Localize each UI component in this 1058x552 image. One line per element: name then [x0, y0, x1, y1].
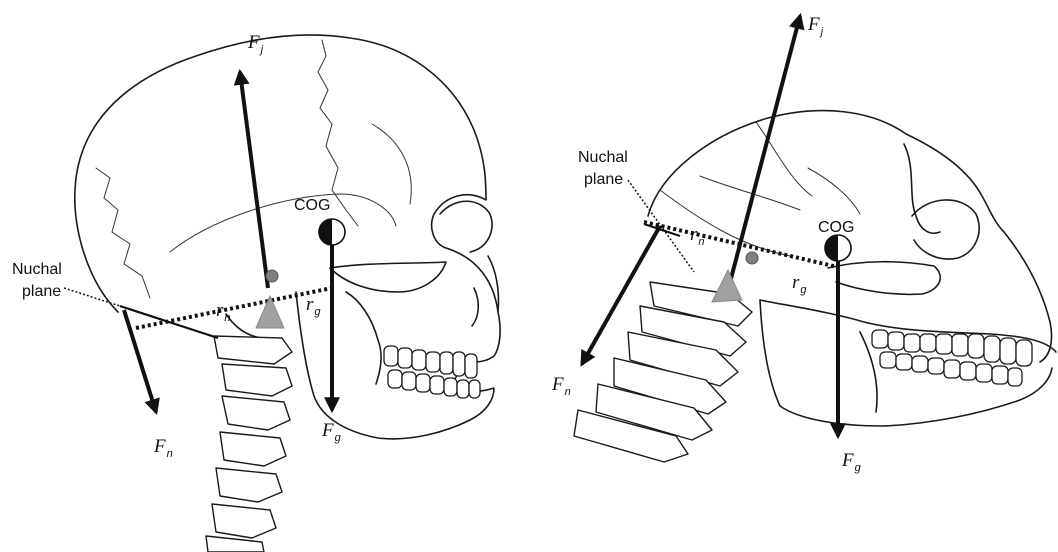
ape-condyle — [746, 252, 758, 264]
ape-label-cog: COG — [818, 219, 854, 236]
human-label-plane: plane — [22, 283, 61, 300]
human-nuchal-plane-line — [120, 306, 218, 338]
human-lambdoid-suture — [96, 168, 150, 298]
human-label-rn: rn — [216, 300, 231, 324]
ape-label-rn: rn — [690, 224, 705, 248]
human-force-neck-arrow — [124, 310, 156, 412]
ape-label-fn: Fn — [551, 374, 571, 398]
ape-label-plane: plane — [584, 171, 623, 188]
ape-label-nuchal: Nuchal — [578, 149, 628, 166]
ape-zygomatic — [828, 262, 940, 295]
human-nuchal-plane-dotted — [64, 288, 120, 306]
human-lever-arm — [136, 288, 332, 328]
ape-orbit — [912, 200, 979, 259]
human-label-fn: Fn — [153, 436, 173, 460]
human-cog-symbol — [319, 219, 345, 245]
human-label-fj: Fj — [247, 32, 264, 56]
human-label-cog: COG — [294, 197, 330, 214]
human-force-joint-arrow — [240, 72, 268, 288]
ape-cervical-vertebrae — [574, 282, 752, 462]
ape-label-rg: rg — [792, 272, 807, 296]
human-cervical-vertebrae — [206, 336, 292, 552]
human-cranium-outline — [75, 35, 500, 384]
ape-label-fg: Fg — [841, 450, 862, 474]
human-squamosal-suture — [170, 194, 396, 252]
ape-brow-ridge — [904, 144, 940, 233]
human-skull-figure: Fj Fn Fg rn rg COG Nuchal plane — [12, 32, 500, 552]
human-zygomatic — [330, 262, 446, 292]
ape-nuchal-plane-dotted — [628, 180, 694, 272]
ape-fulcrum — [712, 270, 742, 302]
human-nasal — [472, 256, 499, 326]
human-temporal-line — [372, 124, 411, 204]
human-ramus — [346, 292, 381, 384]
ape-cog-symbol — [825, 235, 851, 261]
human-label-rg: rg — [306, 294, 321, 318]
human-orbit — [440, 201, 492, 252]
human-label-nuchal: Nuchal — [12, 261, 62, 278]
ape-skull-figure: Fj Fn Fg rn rg COG Nuchal plane — [551, 14, 1056, 474]
human-condyle — [266, 270, 278, 282]
ape-label-fj: Fj — [807, 14, 824, 38]
